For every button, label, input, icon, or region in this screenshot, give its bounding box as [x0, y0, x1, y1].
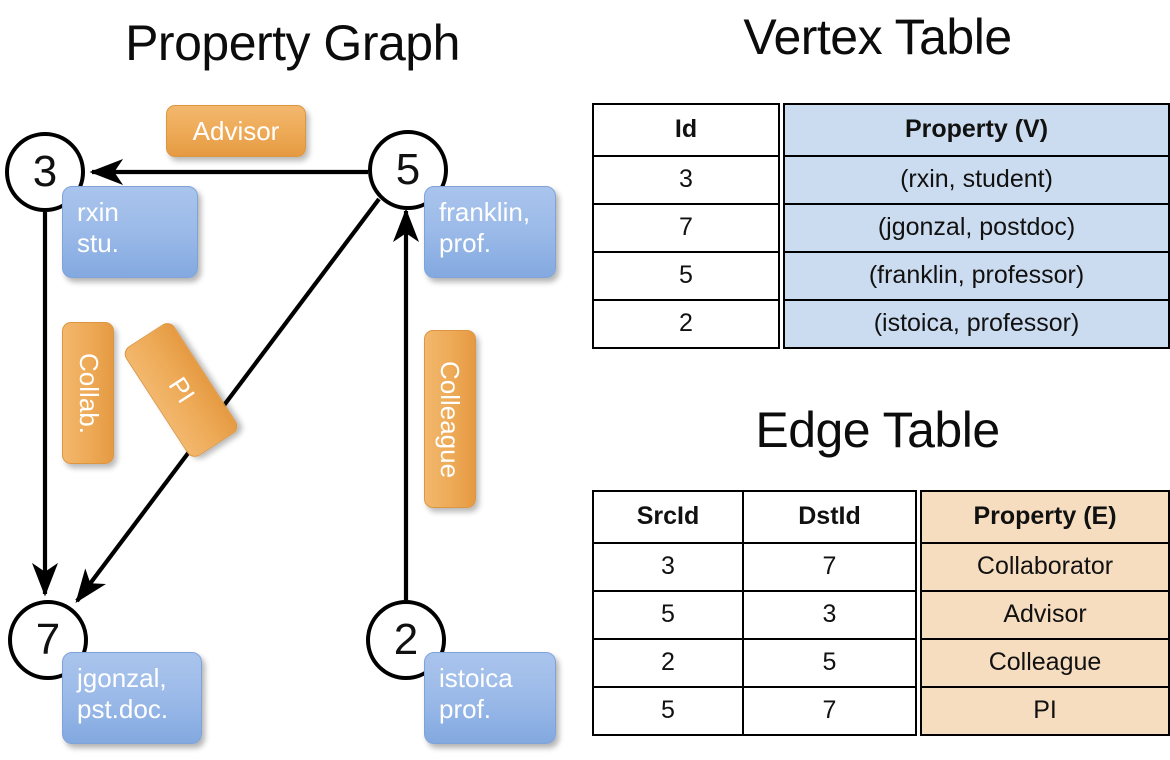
table-row: 2 5 Colleague	[592, 638, 1170, 688]
edge-cell-srcid: 5	[592, 686, 744, 736]
graph-node-2[interactable]: 2	[366, 600, 446, 680]
graph-node-5[interactable]: 5	[368, 130, 448, 210]
edge-cell-dstid: 7	[742, 686, 917, 736]
edge-cell-srcid: 5	[592, 590, 744, 640]
table-row: 5 7 PI	[592, 686, 1170, 736]
vertex-cell-property: (rxin, student)	[783, 155, 1170, 205]
edge-cell-property: Colleague	[920, 638, 1170, 688]
column-separator	[779, 156, 784, 204]
column-separator	[779, 104, 784, 156]
edge-cell-dstid: 7	[742, 542, 917, 592]
page-title-edge-table: Edge Table	[755, 402, 1000, 458]
node-property-line: pst.doc.	[77, 693, 169, 724]
column-separator	[916, 687, 921, 735]
node-property-box-rxin: rxin stu.	[62, 186, 198, 278]
edge-label-text: Colleague	[435, 360, 466, 478]
edge-cell-property: PI	[920, 686, 1170, 736]
edge-label-text: PI	[162, 371, 201, 409]
node-property-box-istoica: istoica prof.	[424, 652, 556, 744]
vertex-cell-property: (jgonzal, postdoc)	[783, 203, 1170, 253]
node-property-box-jgonzal: jgonzal, pst.doc.	[62, 652, 202, 744]
edge-cell-dstid: 3	[742, 590, 917, 640]
edge-cell-property: Advisor	[920, 590, 1170, 640]
edge-label-text: Collab.	[73, 352, 104, 434]
table-row: 2 (istoica, professor)	[592, 299, 1170, 349]
node-property-line: stu.	[77, 227, 119, 258]
table-row: 3 7 Collaborator	[592, 542, 1170, 592]
column-separator	[916, 491, 921, 543]
node-property-line: istoica	[439, 663, 513, 693]
column-separator	[916, 591, 921, 639]
vertex-table-header-id: Id	[592, 103, 780, 157]
edge-arrow-pi	[75, 197, 381, 604]
table-header-row: Id Property (V)	[592, 103, 1170, 157]
table-row: 5 3 Advisor	[592, 590, 1170, 640]
page-title-vertex-table: Vertex Table	[743, 9, 1012, 65]
vertex-table-header-property: Property (V)	[783, 103, 1170, 157]
column-separator	[916, 543, 921, 591]
table-row: 7 (jgonzal, postdoc)	[592, 203, 1170, 253]
edge-label-text: Advisor	[192, 115, 280, 146]
column-separator	[779, 252, 784, 300]
edge-table-header-srcid: SrcId	[592, 490, 744, 544]
vertex-cell-id: 5	[592, 251, 780, 301]
edge-cell-property: Collaborator	[920, 542, 1170, 592]
column-separator	[779, 204, 784, 252]
node-property-line: prof.	[439, 227, 492, 258]
vertex-cell-id: 3	[592, 155, 780, 205]
table-row: 3 (rxin, student)	[592, 155, 1170, 205]
edge-cell-srcid: 3	[592, 542, 744, 592]
node-property-line: jgonzal,	[77, 663, 167, 693]
vertex-cell-id: 2	[592, 299, 780, 349]
edge-cell-dstid: 5	[742, 638, 917, 688]
page-title-property-graph: Property Graph	[125, 15, 460, 71]
node-property-line: franklin,	[439, 197, 531, 227]
node-property-line: rxin	[77, 197, 119, 227]
edge-table-header-property: Property (E)	[920, 490, 1170, 544]
edge-table: SrcId DstId Property (E) 3 7 Collaborato…	[592, 490, 1170, 736]
vertex-table: Id Property (V) 3 (rxin, student) 7 (jgo…	[592, 103, 1170, 349]
table-header-row: SrcId DstId Property (E)	[592, 490, 1170, 544]
node-property-line: prof.	[439, 693, 492, 724]
column-separator	[779, 300, 784, 348]
graph-edges-svg	[31, 158, 420, 604]
edge-cell-srcid: 2	[592, 638, 744, 688]
vertex-cell-property: (istoica, professor)	[783, 299, 1170, 349]
edge-label-box-collab: Collab.	[62, 322, 114, 464]
column-separator	[916, 639, 921, 687]
edge-label-box-advisor: Advisor	[166, 105, 306, 157]
vertex-cell-id: 7	[592, 203, 780, 253]
edge-label-box-colleague: Colleague	[424, 330, 476, 508]
node-property-box-franklin: franklin, prof.	[424, 186, 556, 278]
vertex-cell-property: (franklin, professor)	[783, 251, 1170, 301]
edge-table-header-dstid: DstId	[742, 490, 917, 544]
table-row: 5 (franklin, professor)	[592, 251, 1170, 301]
